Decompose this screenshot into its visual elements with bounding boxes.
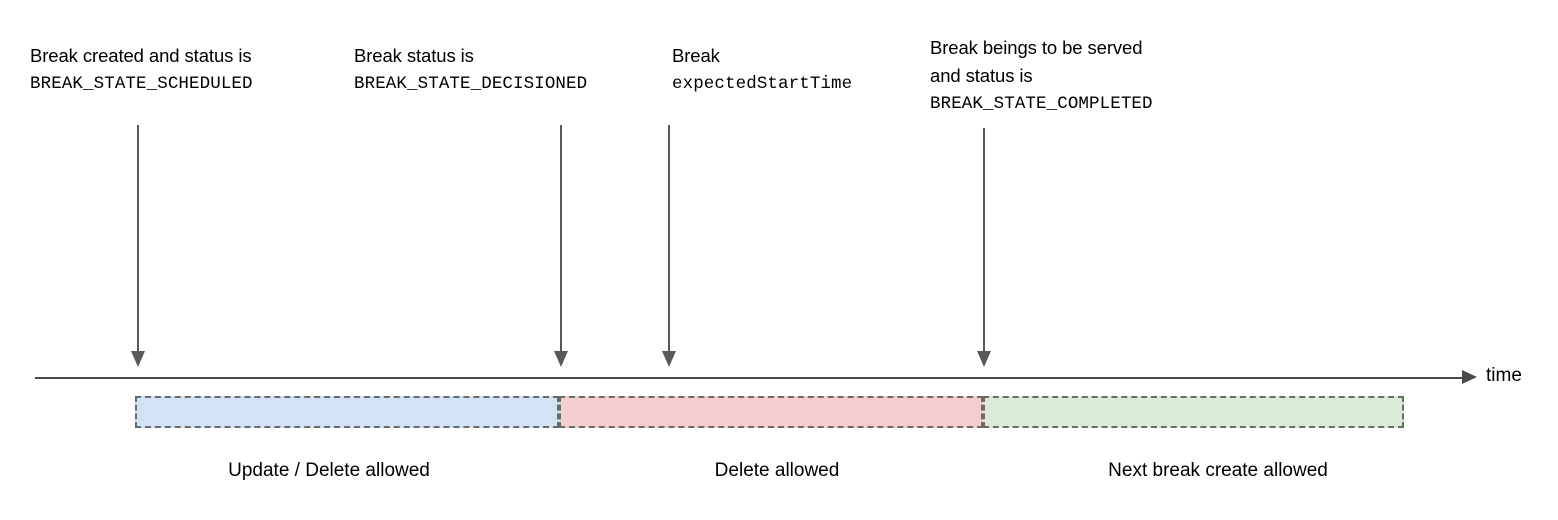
- arrow-shaft: [983, 128, 985, 353]
- arrow-shaft: [137, 125, 139, 353]
- annotation-line: Break created and status is: [30, 45, 252, 66]
- annotation-line: Break status is: [354, 45, 474, 66]
- annotation-line: BREAK_STATE_COMPLETED: [930, 94, 1153, 114]
- arrow-head-down-icon: [553, 351, 568, 367]
- phase-caption-update-delete: Update / Delete allowed: [228, 460, 430, 481]
- arrow-shaft: [560, 125, 562, 353]
- phase-caption-next-break-create: Next break create allowed: [1108, 460, 1328, 481]
- annotation-line: expectedStartTime: [672, 74, 853, 94]
- annotation-line: BREAK_STATE_DECISIONED: [354, 74, 588, 94]
- annotation-line: Break: [672, 45, 720, 66]
- phase-bar-update-delete: [135, 396, 559, 428]
- time-axis-line: [35, 377, 1464, 379]
- arrow-shaft: [668, 125, 670, 353]
- annotation-label-expected-start-time: Break expectedStartTime: [672, 42, 852, 98]
- annotation-label-completed: Break beings to be served and status is BR…: [930, 34, 1153, 118]
- arrow-head-down-icon: [976, 351, 991, 367]
- annotation-line: Break beings to be served: [930, 37, 1143, 58]
- annotation-line: and status is: [930, 65, 1033, 86]
- phase-bar-next-break-create: [983, 396, 1404, 428]
- phase-bar-delete-only: [559, 396, 983, 428]
- annotation-label-scheduled: Break created and status is BREAK_STATE_S…: [30, 42, 253, 98]
- annotation-label-decisioned: Break status is BREAK_STATE_DECISIONED: [354, 42, 587, 98]
- phase-caption-delete-only: Delete allowed: [714, 460, 840, 481]
- annotation-line: BREAK_STATE_SCHEDULED: [30, 74, 253, 94]
- arrow-head-right-icon: [1462, 370, 1477, 385]
- arrow-head-down-icon: [661, 351, 676, 367]
- arrow-head-down-icon: [130, 351, 145, 367]
- time-axis-label: time: [1486, 365, 1522, 386]
